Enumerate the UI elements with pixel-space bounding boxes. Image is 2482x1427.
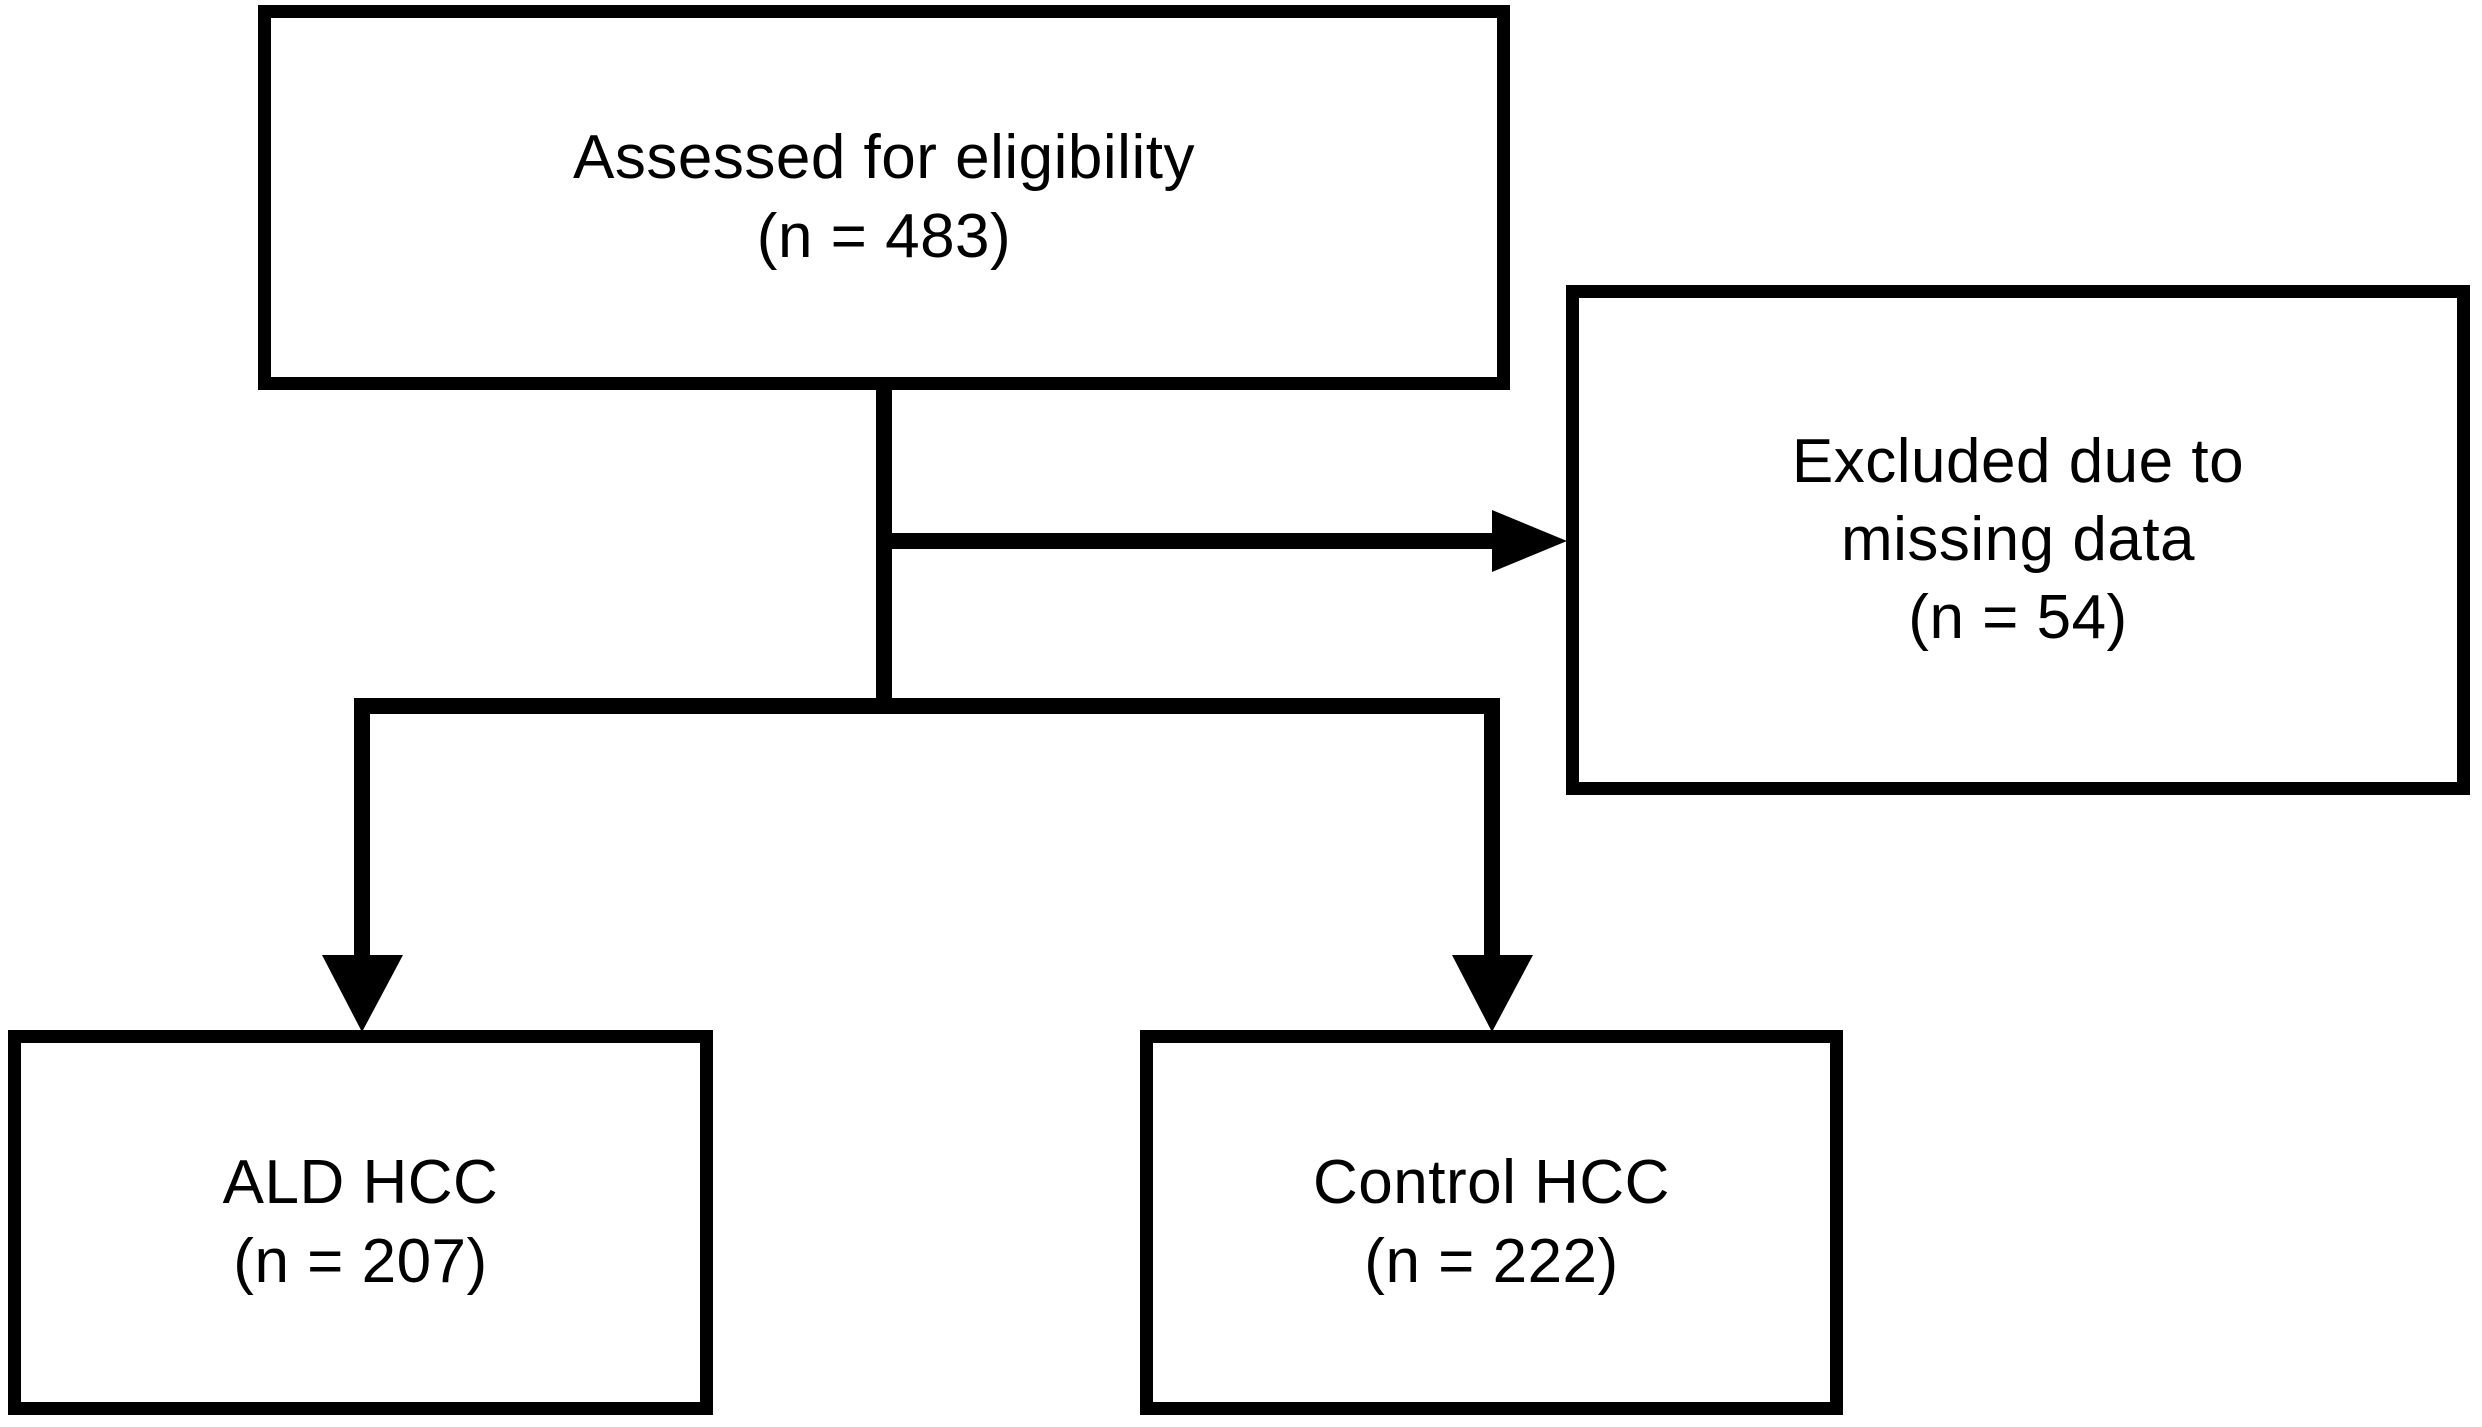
ald-hcc-box: ALD HCC (n = 207) xyxy=(8,1030,713,1415)
node-label-line-2: (n = 483) xyxy=(756,201,1012,271)
edge-split-horizontal xyxy=(354,698,1500,714)
node-label-line-1: Assessed for eligibility xyxy=(573,123,1195,193)
node-label-line-1: Control HCC xyxy=(1313,1148,1670,1218)
excluded-missing-data-box: Excluded due to missing data (n = 54) xyxy=(1566,285,2470,795)
edge-assessed-to-excluded-line xyxy=(884,533,1494,549)
node-label-line-3: (n = 54) xyxy=(1908,583,2128,653)
control-hcc-box: Control HCC (n = 222) xyxy=(1140,1030,1843,1415)
arrowhead-right-icon xyxy=(1492,510,1567,572)
arrowhead-down-left-icon xyxy=(322,955,403,1032)
arrowhead-down-right-icon xyxy=(1452,955,1533,1032)
edge-assessed-to-control-line xyxy=(1484,706,1500,958)
edge-assessed-to-ald-line xyxy=(354,706,370,958)
node-label-line-2: (n = 207) xyxy=(233,1226,488,1296)
node-label-line-2: (n = 222) xyxy=(1364,1226,1619,1296)
node-label-line-2: missing data xyxy=(1840,504,2196,574)
node-label-line-1: ALD HCC xyxy=(222,1148,499,1218)
assessed-for-eligibility-box: Assessed for eligibility (n = 483) xyxy=(258,5,1510,390)
node-label-line-1: Excluded due to xyxy=(1791,426,2245,496)
